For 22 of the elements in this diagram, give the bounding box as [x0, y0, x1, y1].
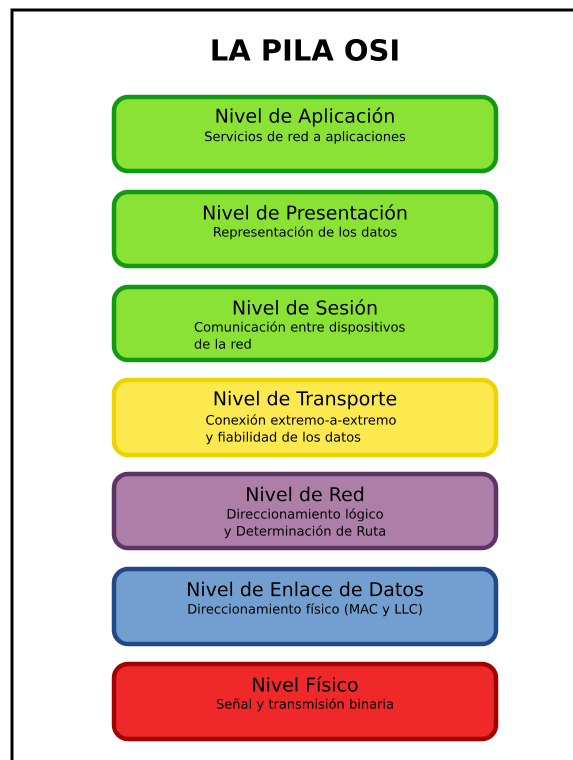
layer-box [112, 662, 498, 742]
layer-box [112, 472, 498, 550]
layer-title: Nivel de Transporte [214, 390, 396, 410]
layer-description: Conexión extremo-a-extremo y fiabilidad de los datos [206, 414, 396, 444]
layer-box [112, 566, 498, 646]
layer-box [112, 378, 498, 458]
layer-title: Nivel de Aplicación [216, 107, 394, 127]
layer-description: Señal y transmisión binaria [216, 698, 393, 712]
layer-description: Servicios de red a aplicaciones [205, 131, 406, 144]
layer-description: Representación de los datos [214, 226, 397, 240]
layer-title: Nivel de Enlace de Datos [188, 582, 423, 596]
layer-title: Nivel Físico [253, 676, 358, 692]
layer-box [112, 94, 498, 174]
layer-box [112, 284, 498, 362]
layer-title: Nivel de Presentación [204, 204, 406, 220]
layer-title: Nivel de Sesión [234, 299, 376, 315]
diagram-title: LA PILA OSI [212, 39, 398, 61]
layer-box [112, 190, 498, 268]
layer-description: Direccionamiento lógico y Determinación de Ruta [224, 508, 386, 538]
layer-description: Comunicación entre dispositivos de la red [194, 321, 405, 349]
layer-title: Nivel de Red [247, 486, 364, 502]
layer-description: Direccionamiento físico (MAC y LLC) [188, 603, 422, 616]
